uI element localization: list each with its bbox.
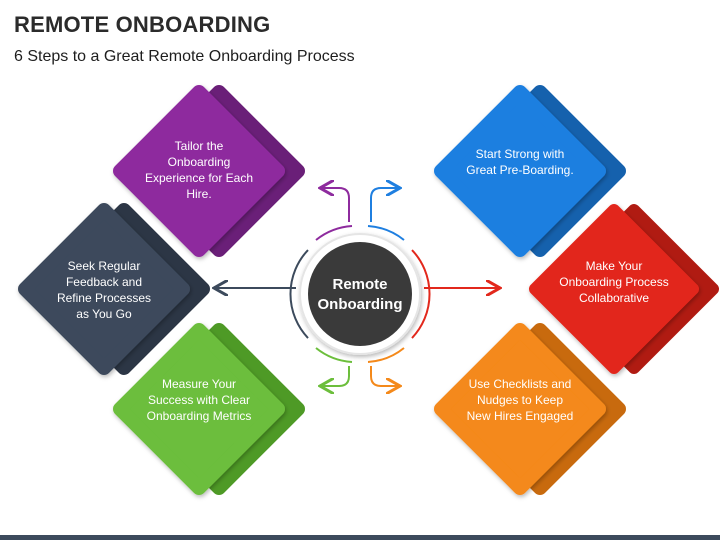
hub-label-line2: Onboarding [317, 296, 403, 313]
hub-arc-navy [289, 249, 309, 339]
step-text-seek-feedback: Seek Regular Feedback and Refine Process… [56, 259, 152, 321]
step-diamond-navy [18, 203, 210, 375]
arrow-blue [370, 188, 398, 222]
arrow-green [322, 366, 350, 386]
hub-arc-orange [367, 347, 405, 363]
hub-arc-purple [315, 225, 353, 241]
page-subtitle: 6 Steps to a Great Remote Onboarding Pro… [14, 48, 355, 65]
step-diamond-red [529, 204, 719, 374]
step-text-checklists: Use Checklists and Nudges to Keep New Hi… [466, 377, 574, 423]
page-title: REMOTE ONBOARDING [14, 12, 271, 37]
hub-label: Remote Onboarding [302, 250, 418, 340]
step-diamond-purple [113, 85, 305, 257]
arrow-orange [370, 366, 398, 386]
step-text-measure: Measure Your Success with Clear Onboardi… [146, 377, 252, 423]
arrow-purple [322, 188, 350, 222]
step-text-collaborative: Make Your Onboarding Process Collaborati… [559, 259, 669, 305]
step-diamond-blue [434, 85, 626, 257]
step-text-tailor: Tailor the Onboarding Experience for Eac… [144, 139, 254, 201]
step-text-start-strong: Start Strong with Great Pre-Boarding. [466, 147, 574, 177]
bottom-bar [0, 535, 720, 540]
hub-arc-red [411, 249, 431, 339]
hub-circle [308, 242, 412, 346]
hub-arc-green [315, 347, 353, 363]
hub-label-line1: Remote [332, 276, 388, 293]
step-diamond-orange [434, 323, 626, 495]
hub-arc-blue [367, 225, 405, 241]
step-diamond-green [113, 323, 305, 495]
